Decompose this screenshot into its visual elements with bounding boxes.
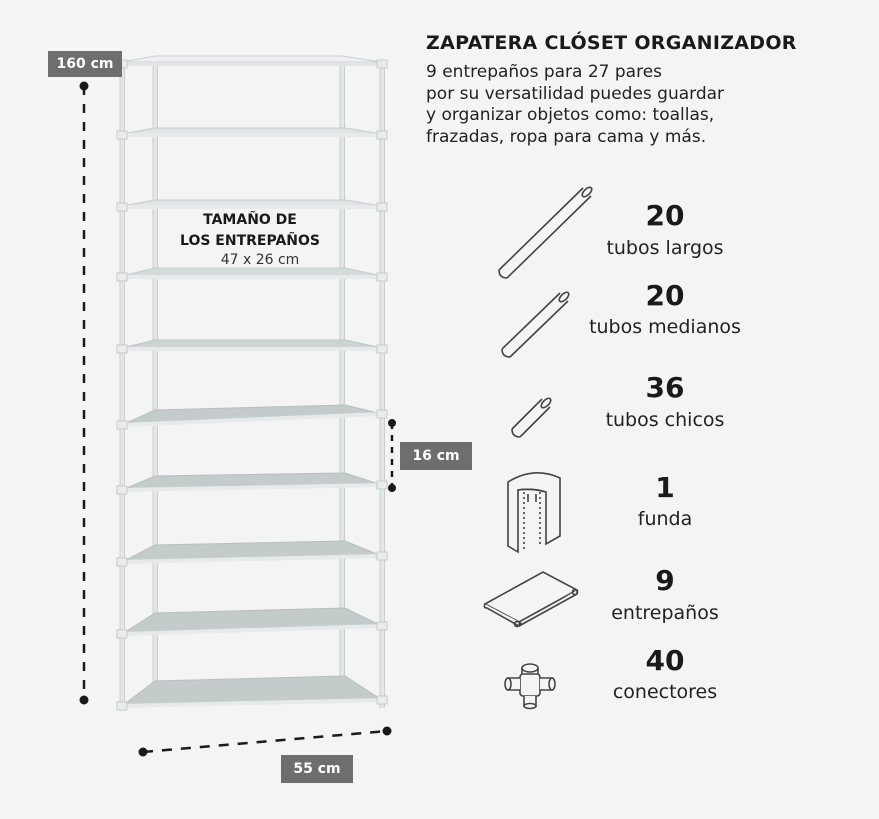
- shelf-size-value: 47 x 26 cm: [220, 252, 300, 268]
- part-count: 40: [645, 644, 685, 677]
- connector-icon: [504, 663, 556, 710]
- part-count: 9: [655, 564, 675, 597]
- height-label: 160 cm: [48, 51, 122, 77]
- description-line: por su versatilidad puedes guardar: [426, 83, 725, 104]
- medium-tube-icon: [501, 291, 570, 358]
- part-name: tubos largos: [606, 237, 724, 259]
- product-title: ZAPATERA CLÓSET ORGANIZADOR: [426, 32, 797, 54]
- shelf-size-title-line1: TAMAÑO DE: [203, 212, 297, 228]
- part-count: 36: [645, 371, 685, 404]
- part-name: funda: [637, 508, 693, 530]
- shelf-gap-dimension-line: [388, 419, 396, 492]
- description-line: y organizar objetos como: toallas,: [426, 105, 715, 125]
- part-count: 20: [645, 199, 685, 232]
- part-name: entrepaños: [611, 602, 719, 624]
- part-name: tubos medianos: [589, 316, 741, 338]
- cover-icon: [507, 472, 561, 554]
- shelf-size-title-line2: LOS ENTREPAÑOS: [180, 233, 320, 249]
- width-label: 55 cm: [281, 755, 353, 783]
- description-line: frazadas, ropa para cama y más.: [426, 126, 707, 147]
- shelf-icon: [483, 571, 579, 628]
- rack-connectors: [116, 59, 388, 711]
- long-tube-icon: [498, 186, 593, 279]
- rack-frame: [119, 62, 385, 708]
- shelf-gap-label: 16 cm: [400, 442, 472, 470]
- part-name: conectores: [612, 681, 718, 703]
- rack-shelves: [120, 127, 384, 708]
- product-description: 9 entrepaños para 27 pares por su versat…: [426, 62, 866, 148]
- part-count: 20: [645, 279, 685, 312]
- height-dimension-line: [79, 81, 89, 705]
- part-count: 1: [655, 471, 675, 504]
- shelf-size-title: TAMAÑO DE LOS ENTREPAÑOS: [160, 210, 340, 252]
- part-name: tubos chicos: [605, 409, 725, 431]
- short-tube-icon: [511, 397, 552, 438]
- description-line: 9 entrepaños para 27 pares: [426, 62, 663, 82]
- rack-top: [121, 55, 383, 66]
- width-dimension-line: [138, 726, 392, 757]
